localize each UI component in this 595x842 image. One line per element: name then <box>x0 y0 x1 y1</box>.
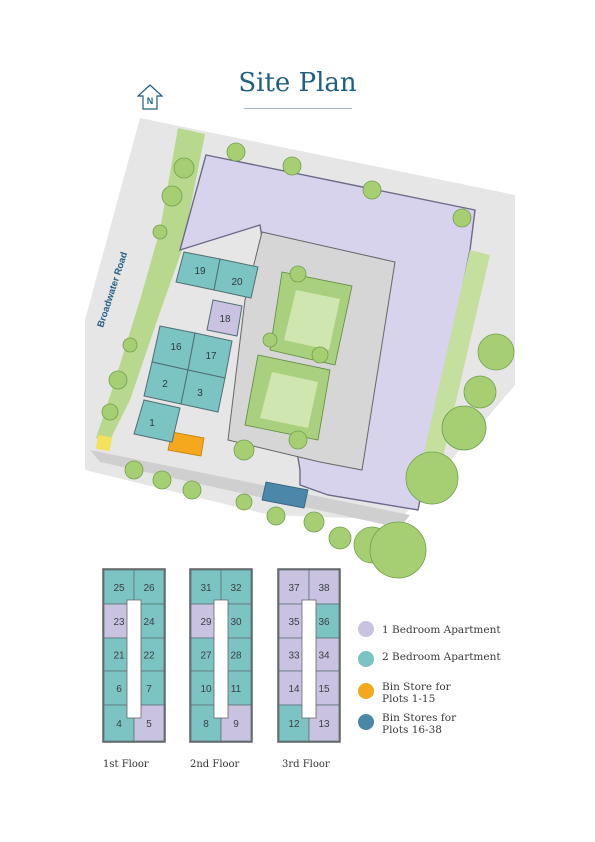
floor-unit-31 <box>190 569 222 605</box>
site-plot-label-20: 20 <box>231 277 243 288</box>
legend-label-bin-1-15: Bin Store for Plots 1-15 <box>382 681 451 705</box>
site-plot-label-1: 1 <box>149 418 155 429</box>
floor-label-2nd: 2nd Floor <box>190 759 240 770</box>
floor-label-3rd: 3rd Floor <box>282 759 330 770</box>
site-plot-label-3: 3 <box>197 388 203 399</box>
yellow-marker <box>95 434 113 452</box>
site-plot-label-2: 2 <box>162 379 168 390</box>
floor-unit-label-23: 23 <box>113 617 125 628</box>
floor-unit-label-14: 14 <box>288 684 300 695</box>
floor-unit-label-25: 25 <box>113 583 125 594</box>
site-plot-label-16: 16 <box>170 342 182 353</box>
site-plot-20 <box>213 258 259 299</box>
floor-unit-38 <box>308 569 340 605</box>
floor-unit-label-8: 8 <box>203 719 209 730</box>
floor-unit-label-28: 28 <box>230 651 242 662</box>
floor-unit-label-29: 29 <box>200 617 212 628</box>
title-underline <box>244 108 352 109</box>
stair-core <box>126 599 142 719</box>
site-plot-18 <box>206 299 243 337</box>
floor-unit-label-38: 38 <box>318 583 330 594</box>
floor-unit-label-22: 22 <box>143 651 155 662</box>
floor-unit-label-35: 35 <box>288 617 300 628</box>
legend-swatch-two-bed <box>358 651 374 667</box>
floor-unit-label-32: 32 <box>230 583 242 594</box>
floor-unit-label-15: 15 <box>318 684 330 695</box>
west-planting <box>96 128 205 440</box>
floor-unit-label-26: 26 <box>143 583 155 594</box>
floor-unit-label-37: 37 <box>288 583 300 594</box>
floor-unit-label-4: 4 <box>116 719 122 730</box>
floor-unit-26 <box>133 569 165 605</box>
floor-unit-label-27: 27 <box>200 651 212 662</box>
floor-unit-label-33: 33 <box>288 651 300 662</box>
page-title: Site Plan <box>238 68 357 98</box>
stair-core <box>213 599 229 719</box>
floor-unit-label-10: 10 <box>200 684 212 695</box>
bin-store-1-15 <box>167 431 205 457</box>
north-label: N <box>147 96 154 106</box>
bin-store-16-38 <box>261 481 309 509</box>
floor-plan-outline <box>102 568 166 743</box>
floor-unit-5 <box>133 704 165 742</box>
floor-unit-label-12: 12 <box>288 719 300 730</box>
north-arrow-icon: N <box>137 84 163 110</box>
legend-swatch-bin-16-38 <box>358 714 374 730</box>
site-plot-label-18: 18 <box>219 314 231 325</box>
east-planting <box>420 250 490 470</box>
legend-label-two-bed: 2 Bedroom Apartment <box>382 651 501 663</box>
floor-unit-label-36: 36 <box>318 617 330 628</box>
floor-plan-outline <box>277 568 341 743</box>
floor-unit-label-9: 9 <box>233 719 239 730</box>
west-wing-plots: 19 20 18 16 17 2 3 1 <box>133 251 259 443</box>
stair-core <box>301 599 317 719</box>
floor-unit-37 <box>278 569 310 605</box>
floor-unit-label-7: 7 <box>146 684 152 695</box>
site-plot-3 <box>180 369 226 413</box>
floor-unit-label-31: 31 <box>200 583 212 594</box>
floor-label-1st: 1st Floor <box>103 759 149 770</box>
floor-plan-outline <box>189 568 253 743</box>
legend-swatch-one-bed <box>358 621 374 637</box>
floor-unit-label-13: 13 <box>318 719 330 730</box>
floor-unit-label-30: 30 <box>230 617 242 628</box>
floor-unit-label-5: 5 <box>146 719 152 730</box>
floor-unit-label-11: 11 <box>231 684 242 695</box>
floor-unit-label-6: 6 <box>116 684 122 695</box>
site-plot-label-17: 17 <box>205 351 217 362</box>
site-plot-1 <box>133 399 181 443</box>
floor-unit-label-24: 24 <box>143 617 155 628</box>
legend-label-bin-16-38: Bin Stores for Plots 16-38 <box>382 712 457 736</box>
legend-label-one-bed: 1 Bedroom Apartment <box>382 624 501 636</box>
south-path <box>90 450 410 528</box>
floor-unit-label-34: 34 <box>318 651 330 662</box>
site-plot-label-19: 19 <box>194 266 206 277</box>
legend-swatch-bin-1-15 <box>358 683 374 699</box>
trees <box>101 142 515 579</box>
floor-unit-label-21: 21 <box>113 651 125 662</box>
